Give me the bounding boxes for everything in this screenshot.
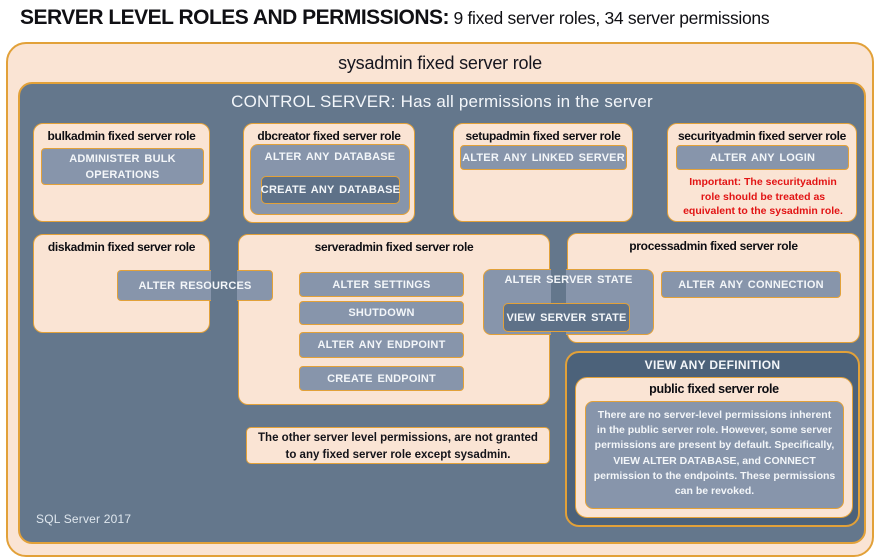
sysadmin-role-label: sysadmin fixed server role <box>338 53 542 73</box>
permission-alter-resources <box>117 270 273 301</box>
control-server-label: CONTROL SERVER: Has all permissions in t… <box>231 92 653 111</box>
permission-view-server-state: VIEW SERVER STATE <box>503 303 630 332</box>
permission-alter-resources-label: ALTER RESOURCES <box>138 279 252 292</box>
permission-alter-any-database-label: ALTER ANY DATABASE <box>264 151 396 163</box>
permission-view-any-definition: VIEW ANY DEFINITION public fixed server … <box>565 351 860 527</box>
setupadmin-role-header: setupadmin fixed server role <box>465 129 621 143</box>
dbcreator-role-header: dbcreator fixed server role <box>257 129 401 143</box>
bulkadmin-role-box: bulkadmin fixed server role ADMINISTER B… <box>33 123 210 222</box>
securityadmin-role-box: securityadmin fixed server role ALTER AN… <box>667 123 857 222</box>
footer-version-label: SQL Server 2017 <box>36 512 132 526</box>
permission-alter-any-endpoint: ALTER ANY ENDPOINT <box>299 332 464 358</box>
permission-alter-any-connection: ALTER ANY CONNECTION <box>661 271 841 298</box>
dbcreator-role-box: dbcreator fixed server role ALTER ANY DA… <box>243 123 415 223</box>
permission-alter-any-linked-server: ALTER ANY LINKED SERVER <box>460 145 627 170</box>
processadmin-role-header: processadmin fixed server role <box>629 239 798 253</box>
permission-alter-server-state-label: ALTER SERVER STATE <box>504 274 633 286</box>
permission-view-any-definition-label: VIEW ANY DEFINITION <box>644 358 781 372</box>
gap-strip <box>211 236 237 330</box>
footnote-box: The other server level permissions, are … <box>246 427 550 464</box>
page-title: SERVER LEVEL ROLES AND PERMISSIONS: 9 fi… <box>20 6 870 30</box>
permission-create-endpoint: CREATE ENDPOINT <box>299 366 464 391</box>
serveradmin-role-header: serveradmin fixed server role <box>314 240 474 254</box>
setupadmin-role-box: setupadmin fixed server role ALTER ANY L… <box>453 123 633 222</box>
permission-create-any-database: CREATE ANY DATABASE <box>261 176 400 204</box>
permission-alter-settings: ALTER SETTINGS <box>299 272 464 297</box>
public-role-box: public fixed server role There are no se… <box>575 377 853 518</box>
public-role-header: public fixed server role <box>649 382 779 396</box>
diskadmin-role-header: diskadmin fixed server role <box>47 240 196 254</box>
securityadmin-warning-note: Important: The securityadmin role should… <box>683 176 843 218</box>
public-role-note: There are no server-level permissions in… <box>585 401 844 509</box>
page-title-main: SERVER LEVEL ROLES AND PERMISSIONS: <box>20 6 450 29</box>
page-title-sub: 9 fixed server roles, 34 server permissi… <box>453 8 770 28</box>
permission-alter-any-login: ALTER ANY LOGIN <box>676 145 849 170</box>
permission-alter-any-database: ALTER ANY DATABASE CREATE ANY DATABASE <box>250 144 410 215</box>
permission-administer-bulk-operations: ADMINISTER BULK OPERATIONS <box>41 148 204 185</box>
serveradmin-role-box: serveradmin fixed server role ALTER SETT… <box>238 234 550 405</box>
permission-shutdown: SHUTDOWN <box>299 301 464 325</box>
securityadmin-role-header: securityadmin fixed server role <box>677 129 847 143</box>
bulkadmin-role-header: bulkadmin fixed server role <box>47 129 196 143</box>
